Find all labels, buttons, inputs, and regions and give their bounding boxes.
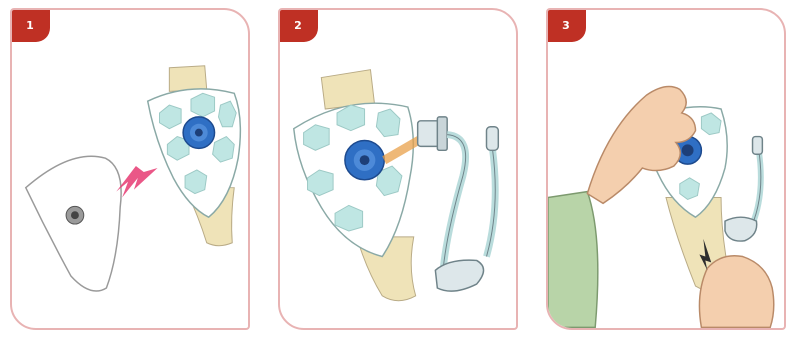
tube-clamp (435, 260, 483, 291)
tube-cap (753, 137, 763, 155)
direction-arrow-icon (116, 166, 157, 197)
step-panel-1: 1 (10, 8, 250, 330)
drainage-tube (443, 135, 465, 269)
step-number-badge: 3 (546, 8, 586, 42)
tube-clamp (725, 217, 757, 241)
tube-cap (487, 127, 499, 151)
lower-hand (699, 256, 773, 328)
step-1-illustration (12, 10, 248, 328)
connector-icon (418, 117, 448, 150)
step-panel-2: 2 (278, 8, 518, 330)
step-2-illustration (280, 10, 516, 328)
step-number-badge: 2 (278, 8, 318, 42)
step-3-illustration (548, 10, 784, 328)
step-number-badge: 1 (10, 8, 50, 42)
ostomy-bag-top (169, 66, 206, 92)
sleeve (548, 192, 598, 328)
step-panel-3: 3 (546, 8, 786, 330)
